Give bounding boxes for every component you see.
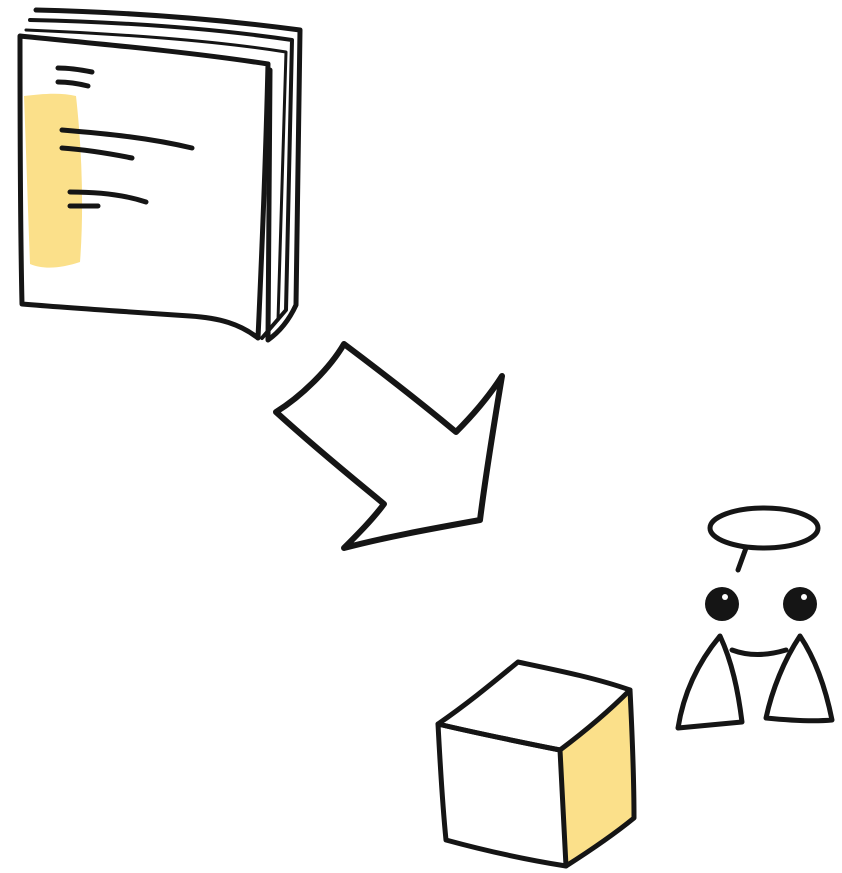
speech-bubble-icon: [710, 508, 818, 570]
person-head: [705, 587, 739, 621]
person-body: [766, 636, 832, 721]
book-text-line: [62, 130, 192, 148]
speech-bubble-body: [710, 508, 818, 548]
cube-right-face: [560, 690, 634, 866]
head-highlight: [722, 594, 728, 600]
person-head: [783, 587, 817, 621]
book-icon: [20, 10, 300, 340]
arrow-shape: [276, 344, 502, 548]
book-highlight: [24, 94, 82, 268]
arrow-icon: [276, 344, 502, 548]
book-text-line: [58, 68, 92, 72]
head-highlight: [801, 594, 807, 600]
cube-icon: [438, 662, 634, 866]
book-text-line: [58, 82, 88, 86]
person-left-icon: [678, 587, 742, 728]
speech-bubble-tail: [738, 548, 746, 570]
handshake-arm: [732, 650, 786, 655]
